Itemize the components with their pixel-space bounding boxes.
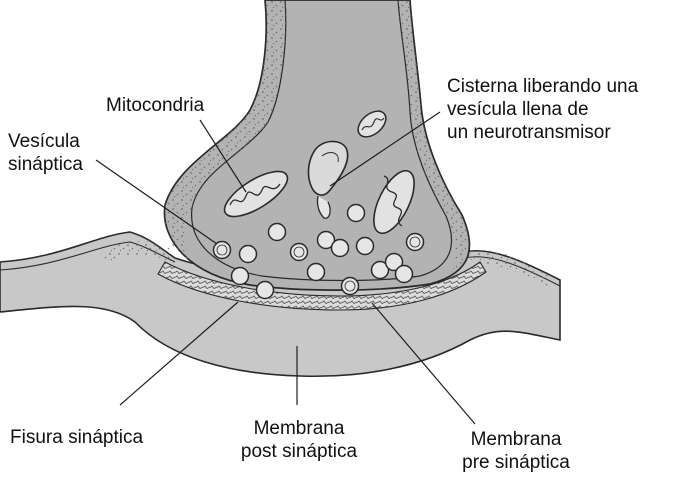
vesicle <box>240 246 257 263</box>
vesicle <box>357 238 374 255</box>
label-membrana-post-sinaptica: Membrana post sináptica <box>222 417 376 463</box>
label-membrana-pre-sinaptica: Membrana pre sináptica <box>446 428 586 474</box>
vesicle <box>291 244 308 261</box>
vesicle <box>407 234 424 251</box>
vesicle <box>269 224 286 241</box>
label-vesicula-sinaptica: Vesícula sináptica <box>8 130 83 176</box>
vesicle <box>342 278 359 295</box>
vesicle <box>232 268 249 285</box>
label-cisterna: Cisterna liberando una vesícula llena de… <box>447 75 638 144</box>
vesicle <box>257 282 274 299</box>
presynaptic-terminal <box>164 0 469 290</box>
vesicle <box>348 205 365 222</box>
vesicle <box>396 266 413 283</box>
vesicle <box>308 264 325 281</box>
label-fisura-sinaptica: Fisura sináptica <box>10 426 143 449</box>
label-mitocondria: Mitocondria <box>106 94 204 117</box>
vesicle <box>332 240 349 257</box>
